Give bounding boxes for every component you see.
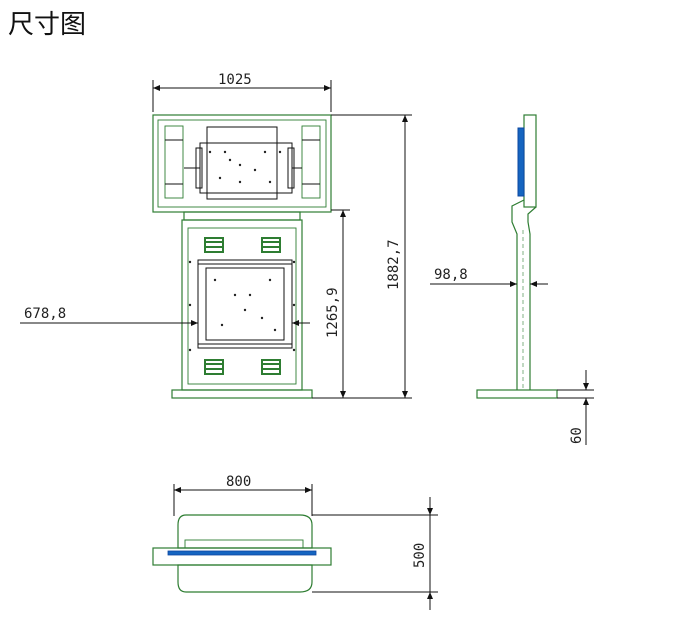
dim-lower-height: 1265,9 — [325, 287, 341, 338]
side-base — [476, 389, 558, 399]
dim-top-width: 1025 — [218, 72, 252, 88]
front-view — [152, 114, 332, 399]
dim-base-width: 800 — [226, 474, 251, 490]
dim-inner-width: 678,8 — [24, 306, 66, 322]
dim-total-height: 1882,7 — [386, 239, 402, 290]
dim-base-depth: 500 — [412, 543, 428, 568]
top-dimensions: 800 500 — [173, 474, 438, 610]
front-base — [171, 389, 313, 399]
dim-pole-width: 98,8 — [434, 267, 468, 283]
page-title: 尺寸图 — [8, 10, 87, 40]
screen-panel — [517, 127, 525, 197]
display-housing — [152, 114, 332, 213]
dim-base-height: 60 — [569, 427, 585, 444]
side-view — [476, 114, 558, 399]
top-view — [152, 514, 332, 593]
front-dimensions: 1025 1882,7 1265,9 678,8 — [20, 72, 412, 399]
side-dimensions: 98,8 60 — [430, 267, 594, 445]
top-screen — [167, 550, 317, 556]
